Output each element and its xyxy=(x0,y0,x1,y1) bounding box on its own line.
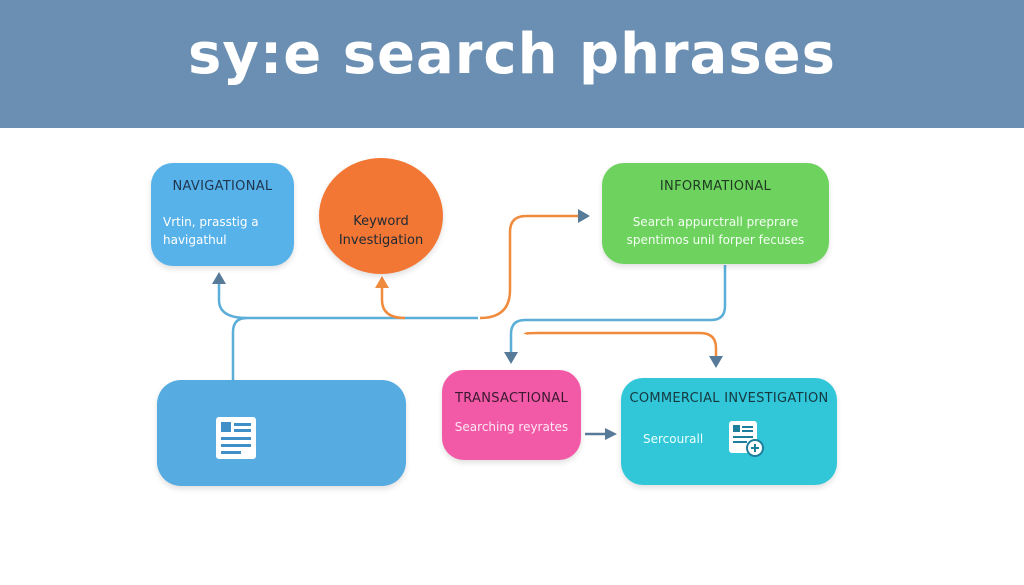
connector-up-to-navigational xyxy=(217,282,248,320)
arrow-transactional-to-commercial xyxy=(605,428,617,440)
node-keyword-investigation: Keyword Investigation xyxy=(319,158,443,274)
node-keyword-label: Keyword Investigation xyxy=(319,212,443,250)
node-commercial-desc: Sercourall xyxy=(643,432,704,446)
node-informational-desc-line2: spentimos unil forper fecuses xyxy=(626,233,805,247)
document-icon xyxy=(216,417,256,459)
node-navigational-desc-line2: havigathul xyxy=(163,233,227,247)
arrow-to-keyword xyxy=(375,276,389,288)
node-navigational-title: NAVIGATIONAL xyxy=(172,179,273,194)
node-navigational-desc-line1: Vrtin, prasstig a xyxy=(163,215,259,229)
node-keyword-label-line1: Keyword xyxy=(353,214,409,229)
arrow-to-informational xyxy=(578,209,590,223)
connector-informational-to-transactional xyxy=(509,265,727,352)
connector-to-commercial xyxy=(523,331,718,356)
node-transactional-desc: Searching reyrates xyxy=(454,420,569,434)
node-commercial-title: COMMERCIAL INVESTIGATION xyxy=(629,391,829,406)
document-add-icon xyxy=(729,421,764,457)
node-navigational-desc: Vrtin, prasstig a havigathul xyxy=(163,213,283,249)
connector-to-keyword xyxy=(380,286,406,320)
connector-to-informational xyxy=(479,214,578,320)
node-document xyxy=(157,380,406,486)
page-title: sy:e search phrases xyxy=(188,22,836,87)
arrow-to-transactional xyxy=(504,352,518,364)
node-transactional-title: TRANSACTIONAL xyxy=(454,391,569,406)
node-keyword-label-line2: Investigation xyxy=(338,233,424,248)
arrow-to-navigational xyxy=(212,272,226,284)
node-informational-desc-line1: Search appurctrall preprare xyxy=(632,215,799,229)
node-informational-desc: Search appurctrall preprare spentimos un… xyxy=(602,213,829,249)
header-banner: sy:e search phrases xyxy=(0,0,1024,128)
node-transactional: TRANSACTIONAL Searching reyrates xyxy=(442,370,581,460)
node-informational: INFORMATIONAL Search appurctrall preprar… xyxy=(602,163,829,264)
node-informational-title: INFORMATIONAL xyxy=(659,179,772,194)
connector-blank-to-navigational xyxy=(231,316,478,380)
node-commercial-investigation: COMMERCIAL INVESTIGATION Sercourall xyxy=(621,378,837,485)
arrow-to-commercial xyxy=(709,356,723,368)
node-navigational: NAVIGATIONAL Vrtin, prasstig a havigathu… xyxy=(151,163,294,266)
